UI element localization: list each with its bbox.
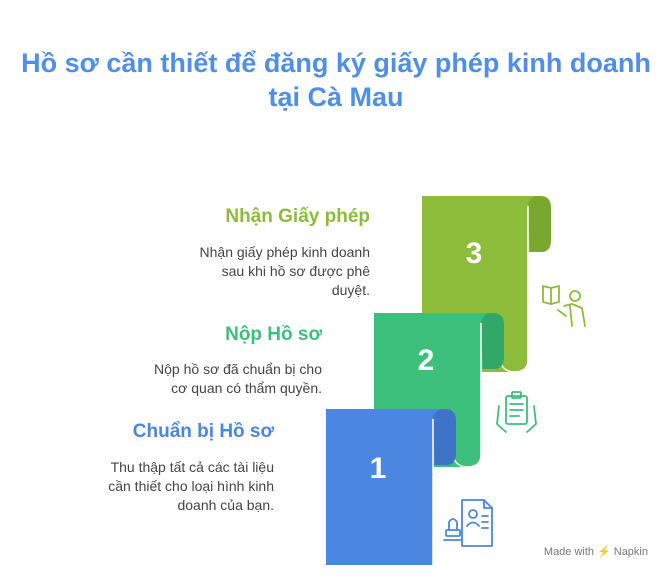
title-line-1: Hồ sơ cần thiết để đăng ký giấy phép kin…	[21, 48, 651, 78]
step-2-number: 2	[418, 344, 435, 377]
step-3-desc-line: sau khi hồ sơ được phê	[221, 263, 370, 279]
step-2-desc-line: cơ quan có thẩm quyền.	[171, 380, 322, 396]
step-1-banner: 1	[326, 409, 456, 565]
step-1-desc-line: doanh của bạn.	[177, 497, 274, 513]
step-2-title: Nộp Hồ sơ	[225, 324, 322, 345]
step-3-desc-line: duyệt.	[331, 282, 370, 298]
footer-brand: Napkin	[613, 546, 648, 558]
made-with-napkin-footer[interactable]: Made with⚡Napkin	[544, 545, 648, 558]
step-3-description: Nhận giấy phép kinh doanh sau khi hồ sơ …	[200, 243, 370, 300]
napkin-logo-icon: ⚡	[597, 546, 611, 558]
step-3-number: 3	[466, 237, 483, 270]
page-title: Hồ sơ cần thiết để đăng ký giấy phép kin…	[0, 46, 672, 114]
step-1-description: Thu thập tất cả các tài liệu cần thiết c…	[108, 458, 274, 515]
step-1-desc-line: cần thiết cho loại hình kinh	[108, 478, 274, 494]
step-1-desc-line: Thu thập tất cả các tài liệu	[110, 459, 274, 475]
step-2-description: Nộp hồ sơ đã chuẩn bị cho cơ quan có thẩ…	[154, 360, 322, 398]
footer-prefix: Made with	[543, 546, 595, 558]
title-line-2: tại Cà Mau	[268, 82, 404, 112]
clipboard-hands-icon	[496, 391, 537, 433]
step-2-desc-line: Nộp hồ sơ đã chuẩn bị cho	[154, 361, 322, 377]
step-3-desc-line: Nhận giấy phép kinh doanh	[199, 244, 370, 260]
step-1-number: 1	[370, 452, 387, 485]
step-1-title: Chuẩn bị Hồ sơ	[132, 421, 274, 442]
document-stamp-icon	[443, 499, 493, 547]
person-reading-icon	[542, 285, 586, 327]
step-3-title: Nhận Giấy phép	[225, 206, 370, 227]
